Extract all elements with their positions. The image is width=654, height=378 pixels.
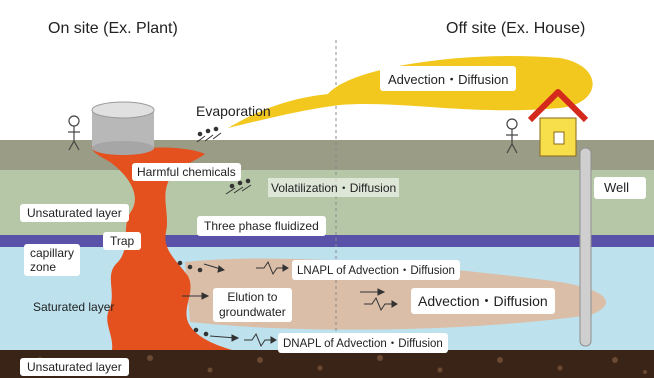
- three-phase-fluidized-label: Three phase fluidized: [197, 216, 326, 236]
- elution-to-groundwater-label: Elution to groundwater: [213, 288, 292, 322]
- dnapl-advection-diffusion-label: DNAPL of Advection・Diffusion: [278, 333, 448, 353]
- dnapl-flow-arrows: [193, 327, 277, 348]
- storage-tank: [91, 101, 155, 155]
- volatilization-diffusion-label: Volatilization・Diffusion: [268, 178, 400, 197]
- on-site-heading: On site (Ex. Plant): [48, 20, 178, 37]
- capillary-zone-label: capillary zone: [24, 244, 81, 276]
- lnapl-flow-arrows: [177, 260, 289, 276]
- trap-label: Trap: [103, 232, 142, 250]
- elution-flow-arrows: [182, 292, 210, 300]
- advection-flow-arrows: [360, 288, 398, 312]
- capillary-band: [0, 235, 654, 247]
- unsaturated-layer-top-label: Unsaturated layer: [20, 204, 129, 222]
- person-icon-offsite: [506, 118, 518, 154]
- advection-diffusion-top-label: Advection・Diffusion: [380, 66, 517, 91]
- advection-diffusion-mid-label: Advection・Diffusion: [411, 288, 555, 314]
- contaminant-flow: [91, 145, 232, 350]
- saturated-layer-label: Saturated layer: [33, 300, 115, 314]
- harmful-chemicals-label: Harmful chemicals: [132, 163, 241, 181]
- evaporation-particles: [196, 126, 222, 143]
- lnapl-advection-diffusion-label: LNAPL of Advection・Diffusion: [292, 260, 460, 280]
- person-icon-onsite: [68, 115, 80, 151]
- volatilization-particles: [225, 178, 252, 195]
- unsaturated-layer-bottom-label: Unsaturated layer: [20, 358, 129, 376]
- off-site-heading: Off site (Ex. House): [446, 20, 586, 37]
- well-label: Well: [594, 177, 646, 199]
- evaporation-label: Evaporation: [196, 103, 271, 119]
- well-pipe: [579, 147, 592, 347]
- house-icon: [527, 89, 589, 157]
